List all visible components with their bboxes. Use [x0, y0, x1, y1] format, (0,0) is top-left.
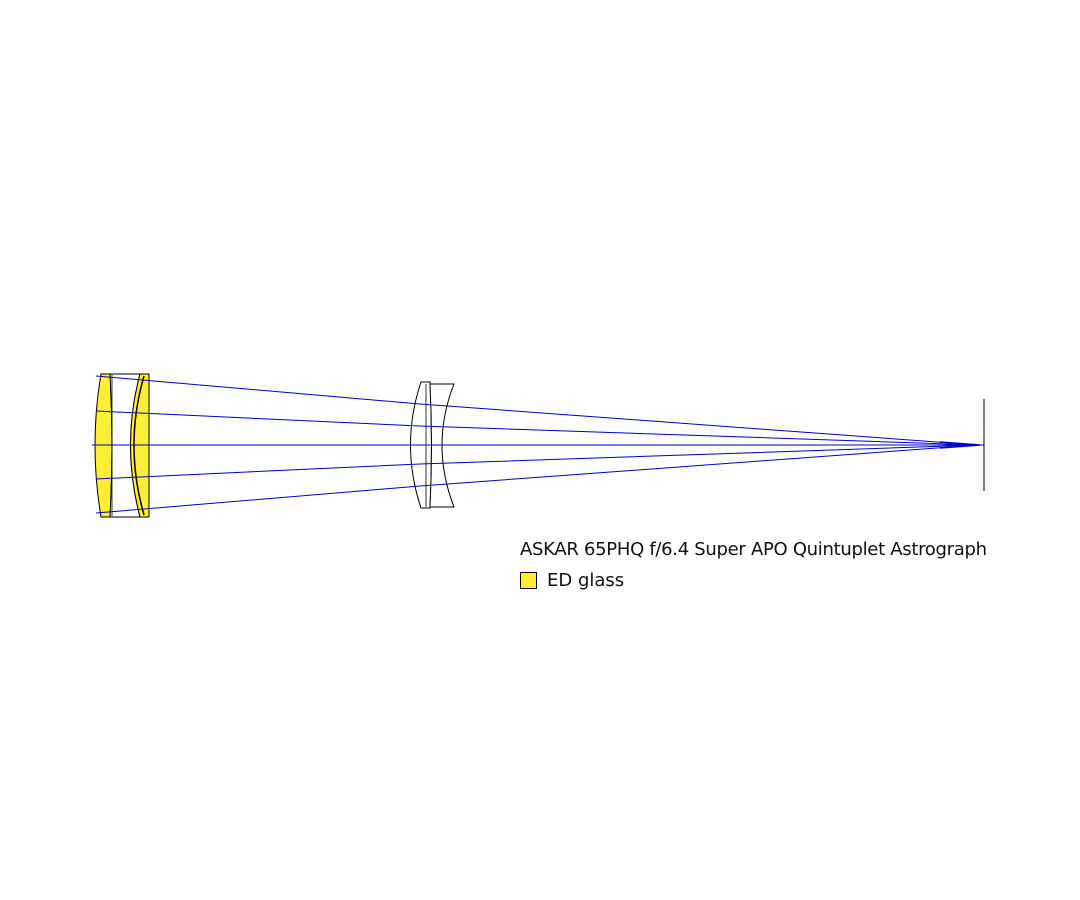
ray-bundle — [92, 375, 984, 514]
legend: ED glass — [520, 570, 624, 591]
focus-cone — [939, 441, 981, 449]
zonal-ray-top — [95, 410, 979, 446]
legend-label-ed-glass: ED glass — [547, 570, 625, 591]
marginal-ray-bottom — [95, 444, 979, 514]
diagram-title: ASKAR 65PHQ f/6.4 Super APO Quintuplet A… — [520, 539, 987, 560]
marginal-ray-top — [95, 375, 979, 446]
zonal-ray-bottom — [95, 444, 979, 480]
ed-glass-swatch — [520, 572, 537, 589]
